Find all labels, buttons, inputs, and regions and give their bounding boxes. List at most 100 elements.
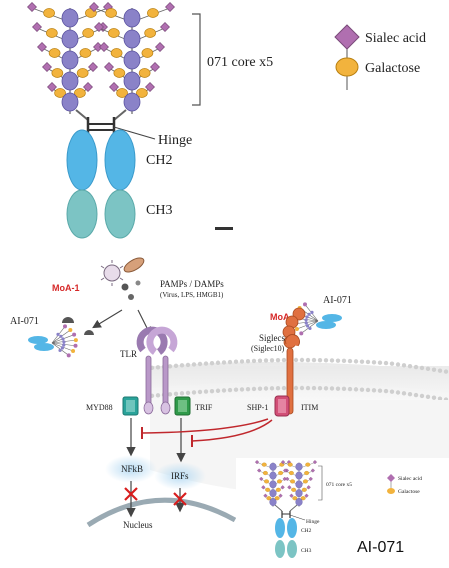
sialic-acid-icon: [289, 493, 294, 498]
lipid-head: [245, 386, 251, 392]
inset-core-bracket: [318, 465, 323, 501]
sialic-acid-icon: [278, 493, 283, 498]
lipid-head: [257, 386, 263, 391]
lipid-head: [431, 367, 437, 372]
separator-dash: [215, 227, 233, 230]
lipid-head: [239, 387, 245, 392]
lipid-head: [257, 358, 263, 363]
galactose-icon: [304, 470, 310, 476]
lipid-head: [179, 363, 185, 368]
inset-ch3-left: [275, 540, 285, 558]
lipid-head: [311, 357, 317, 363]
lipid-head: [347, 386, 353, 392]
myd88-label: MYD88: [86, 403, 113, 412]
lipid-head: [197, 361, 203, 367]
inset-ellipse-icon: [387, 488, 395, 494]
glycan-tip-icon: [68, 327, 73, 332]
lipid-head: [395, 390, 401, 395]
lipid-head: [431, 395, 437, 400]
lipid-head: [443, 369, 449, 374]
legend-galactose-label: Galactose: [365, 61, 420, 76]
galactose-icon: [261, 462, 267, 467]
lipid-head: [215, 388, 221, 393]
glycan-core-icon: [62, 343, 66, 347]
moa1-label: MoA-1: [52, 283, 80, 293]
lipid-head: [407, 392, 413, 397]
ch3-domain-left: [66, 189, 98, 239]
lipid-head: [305, 385, 311, 391]
sialic-acid-icon: [89, 2, 99, 12]
galactose-icon: [74, 88, 86, 98]
lipid-head: [329, 386, 335, 391]
sialic-acid-icon: [109, 82, 119, 92]
nfkb-label: NFkB: [121, 464, 143, 474]
ch2-label: CH2: [146, 153, 172, 168]
irfs-block-mark: [173, 492, 187, 506]
lipid-head: [203, 361, 209, 366]
sialic-acid-icon: [312, 460, 318, 465]
lipid-head: [437, 368, 443, 373]
pamps-title: PAMPs / DAMPs: [160, 279, 224, 289]
ch3-domain-right: [104, 189, 136, 239]
ai071-right-label: AI-071: [323, 295, 352, 306]
glycan-tip-icon: [294, 327, 299, 331]
lipid-head: [215, 360, 221, 365]
galactose-icon: [110, 48, 123, 58]
galactose-icon: [288, 470, 294, 476]
fc-domain-icon: [34, 343, 54, 351]
galactose-icon: [105, 8, 117, 18]
lipid-head: [221, 388, 227, 393]
galactose-icon: [113, 68, 126, 78]
glycan-tip-icon: [66, 353, 71, 358]
sialic-acid-icon: [83, 82, 93, 92]
moa2-label: MoA-2: [270, 312, 298, 322]
binding-marker-icon: [84, 330, 94, 335]
lipid-head: [353, 359, 359, 364]
lipid-head: [221, 360, 227, 365]
core-sugar-icon: [269, 471, 277, 480]
lipid-head: [179, 391, 185, 396]
inset-glycan-branches: [254, 460, 318, 512]
galactose-icon: [79, 48, 92, 58]
lipid-head: [167, 392, 173, 397]
core-sugar-icon: [123, 29, 141, 49]
lipid-head: [281, 385, 287, 391]
lipid-head: [191, 390, 197, 395]
core-sugar-icon: [61, 92, 79, 112]
galactose-icon: [277, 479, 282, 484]
glycan-tip-icon: [73, 338, 78, 343]
lipid-head: [173, 391, 179, 397]
lipid-head: [155, 393, 161, 398]
galactose-icon: [116, 88, 128, 98]
binding-marker-icon: [62, 317, 74, 323]
galactose-icon: [108, 28, 120, 38]
ch2-domain-right: [104, 129, 136, 191]
sialic-acid-icon: [42, 62, 52, 72]
sialic-acid-icon: [280, 485, 285, 490]
lipid-head: [323, 358, 329, 363]
galactose-icon: [291, 487, 297, 492]
core-sugar-icon: [61, 29, 79, 49]
inset-legend-sialic: Sialec acid: [398, 476, 422, 482]
glycan-core-icon: [308, 326, 312, 331]
lipid-head: [209, 388, 215, 394]
galactose-icon: [82, 28, 94, 38]
glycan-core-icon: [304, 321, 308, 325]
core-sugar-icon: [123, 71, 141, 91]
glycan-core-icon: [58, 348, 62, 353]
glycan-core-icon: [60, 346, 64, 350]
core-sugar-icon: [269, 498, 277, 506]
sialic-acid-icon: [283, 468, 288, 473]
galactose-icon: [275, 487, 281, 492]
glycan-tip-icon: [303, 302, 307, 307]
bacteria-icon: [123, 257, 145, 273]
ai071-mini-antibody-left: [28, 324, 78, 358]
lipid-head: [323, 386, 329, 391]
galactose-icon: [290, 479, 295, 484]
siglec10-label: (Siglec10): [251, 344, 285, 353]
glycan-tip-icon: [71, 349, 76, 353]
lipid-head: [389, 389, 395, 394]
galactose-icon: [46, 28, 58, 38]
sialic-acid-icon: [32, 22, 42, 32]
